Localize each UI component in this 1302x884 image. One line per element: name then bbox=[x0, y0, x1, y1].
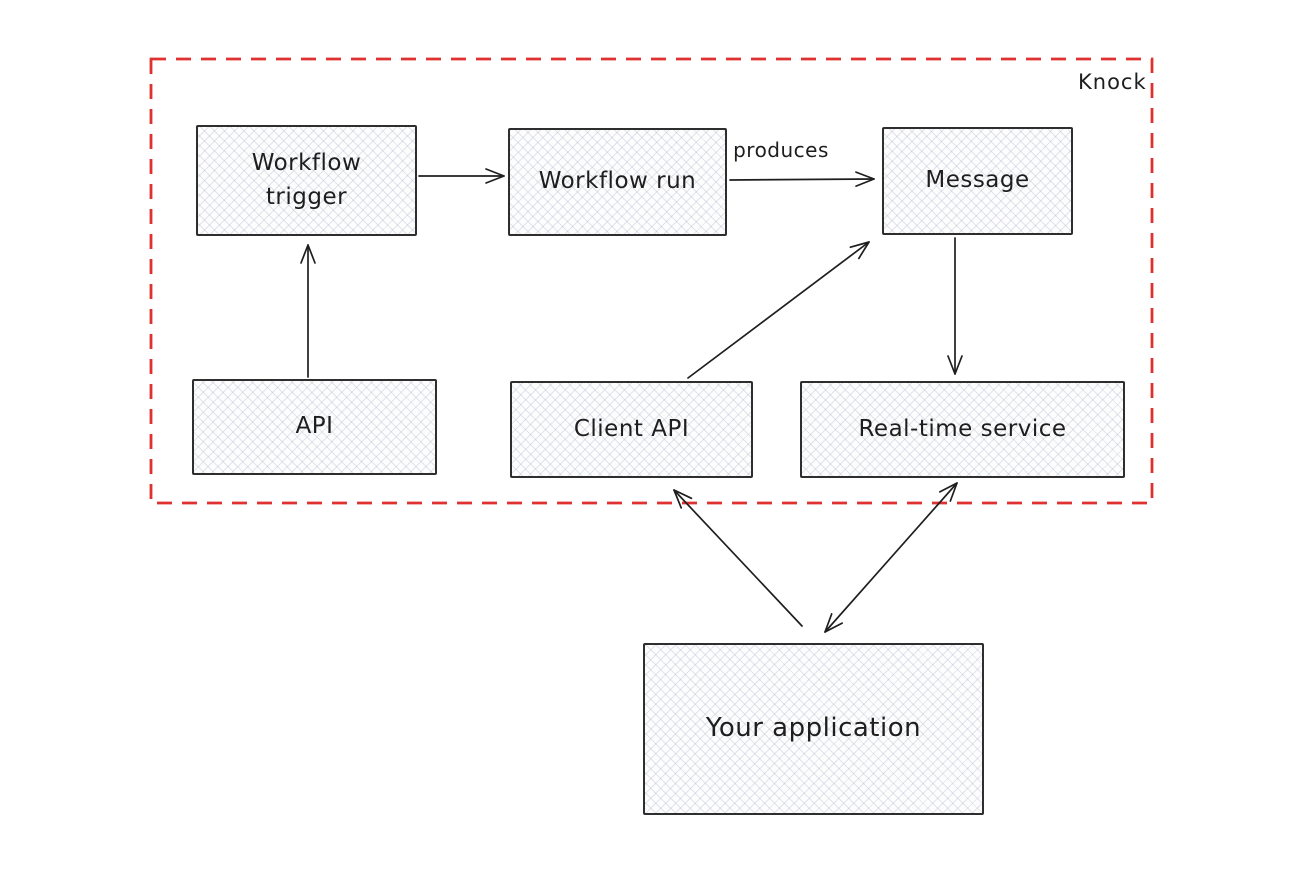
node-realtime-service-label: Real-time service bbox=[858, 415, 1067, 442]
edge-label-produces: produces bbox=[731, 138, 831, 162]
node-client-api: Client API bbox=[510, 381, 753, 478]
node-your-application: Your application bbox=[643, 643, 984, 815]
node-client-api-label: Client API bbox=[573, 415, 690, 442]
node-workflow-run-label: Workflow run bbox=[538, 168, 697, 195]
node-message: Message bbox=[882, 127, 1073, 235]
node-workflow-run: Workflow run bbox=[508, 128, 727, 236]
edge-workflow-run-to-message bbox=[729, 171, 875, 187]
node-api-label: API bbox=[295, 413, 334, 440]
edge-realtime-service-to-your-application bbox=[824, 482, 958, 633]
node-api: API bbox=[192, 379, 437, 475]
edge-client-api-to-message bbox=[687, 241, 870, 379]
knock-boundary-label: Knock bbox=[1078, 70, 1147, 94]
edge-your-application-to-client-api bbox=[673, 489, 803, 627]
node-realtime-service: Real-time service bbox=[800, 381, 1125, 478]
node-workflow-trigger-label: Workflow trigger bbox=[251, 150, 362, 210]
node-your-application-label: Your application bbox=[705, 713, 922, 744]
node-message-label: Message bbox=[925, 167, 1030, 194]
node-workflow-trigger: Workflow trigger bbox=[196, 125, 417, 236]
